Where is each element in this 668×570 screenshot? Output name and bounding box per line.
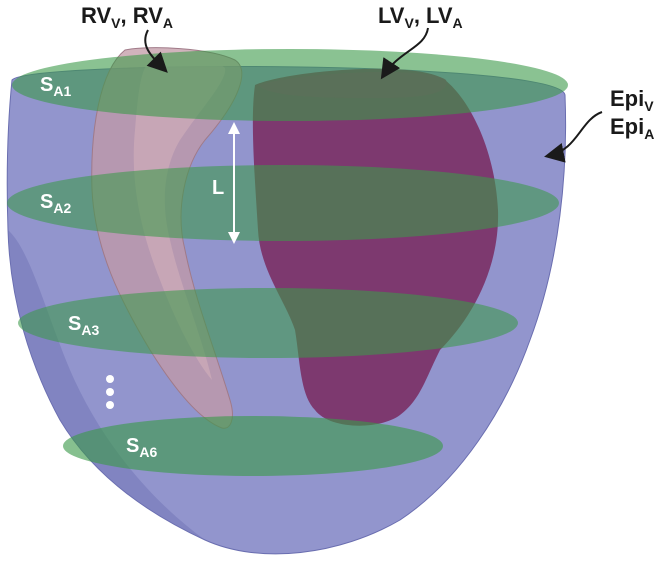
right-ventricle-inner [133, 57, 226, 380]
ellipsis-dot-3 [106, 401, 114, 409]
slice-label-a2: SA2 [40, 191, 71, 216]
slice-plane-a1 [12, 49, 568, 121]
length-arrow-top-head [228, 122, 240, 134]
slice-label-a6: SA6 [126, 435, 157, 460]
slice-plane-a6 [63, 416, 443, 476]
length-arrow-bottom-head [228, 232, 240, 244]
slice-label-a1: SA1 [40, 74, 71, 99]
epicardium-shading [8, 230, 205, 540]
epi-leader-arrow [544, 111, 603, 163]
slice-label-a3: SA3 [68, 313, 99, 338]
ellipsis-dot-2 [106, 388, 114, 396]
slice-plane-a3 [18, 288, 518, 358]
rv-label: RVV, RVA [81, 3, 173, 31]
epi-v-label: EpiV [610, 86, 654, 114]
slice-plane-a2 [7, 165, 559, 241]
ellipsis-dot-1 [106, 375, 114, 383]
length-label: L [212, 177, 224, 199]
rv-leader-arrow [144, 29, 168, 73]
epi-a-label: EpiA [610, 114, 654, 142]
lv-leader-arrow [380, 27, 429, 80]
lv-label: LVV, LVA [378, 3, 463, 31]
